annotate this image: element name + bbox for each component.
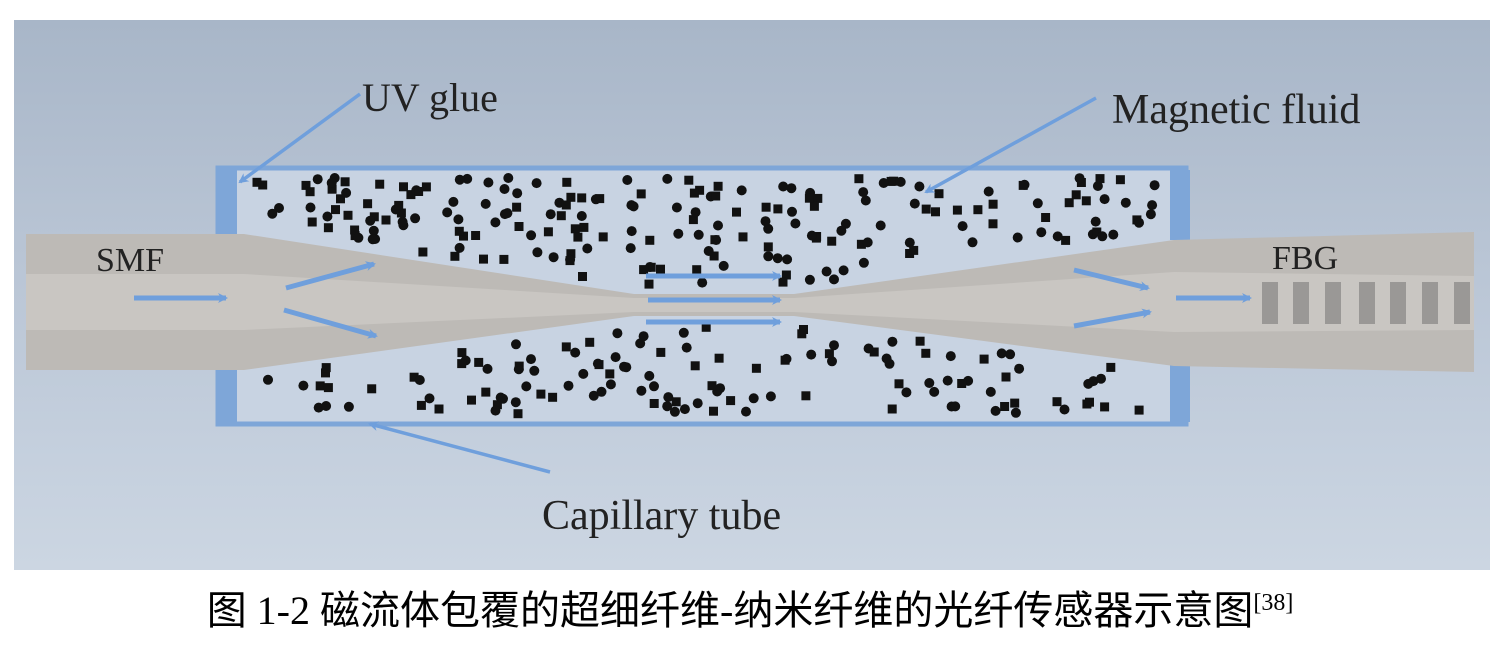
fbg-grating — [1262, 282, 1470, 324]
caption-reference: [38] — [1253, 590, 1294, 616]
fbg-label: FBG — [1272, 240, 1339, 277]
magnetic-fluid-label: Magnetic fluid — [1112, 87, 1361, 133]
uv-glue-left-top — [217, 168, 237, 240]
diagram-canvas — [26, 92, 1474, 474]
figure-caption: 图 1-2 磁流体包覆的超细纤维-纳米纤维的光纤传感器示意图[38] — [0, 578, 1500, 636]
smf-label: SMF — [96, 242, 165, 279]
uv-glue-right-bottom — [1170, 358, 1190, 422]
sensor-diagram: UV glue Magnetic fluid SMF FBG Capillary… — [14, 20, 1490, 570]
callout-arrows — [238, 92, 1097, 474]
capillary-tube-label: Capillary tube — [542, 493, 782, 539]
uv-glue-left-bottom — [217, 358, 237, 424]
uv-glue-label: UV glue — [362, 75, 498, 120]
uv-glue-right-top — [1170, 170, 1190, 240]
magnetic-particles — [252, 173, 1160, 419]
caption-text: 图 1-2 磁流体包覆的超细纤维-纳米纤维的光纤传感器示意图 — [206, 588, 1254, 633]
light-arrows — [134, 261, 1252, 339]
